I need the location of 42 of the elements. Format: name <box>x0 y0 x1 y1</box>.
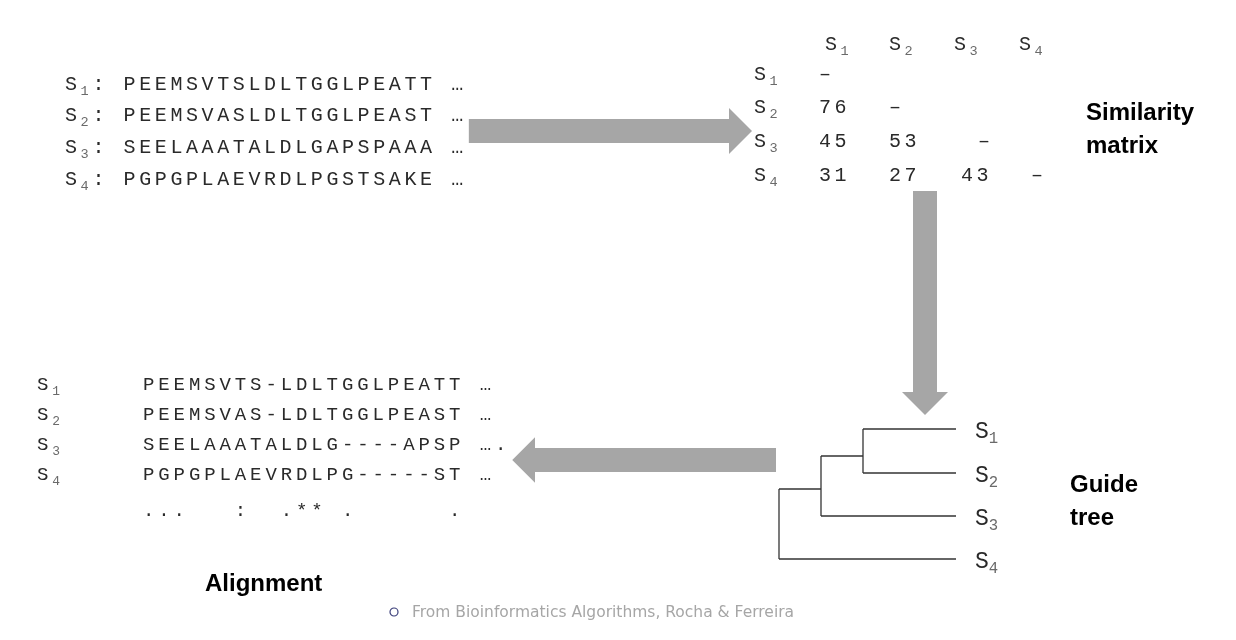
tree-title: Guide tree <box>1070 469 1138 532</box>
leaf-label: S$_{3}$ <box>975 505 999 534</box>
column-header: S$_{1}$ <box>825 32 853 58</box>
column-header: S$_{2}$ <box>889 32 917 58</box>
conservation-marks: ... : .** . . <box>143 499 465 524</box>
sequence-line: S$_{3}$: SEELAAATALDLGAPSPAAA … <box>65 135 467 161</box>
similarity-score: 27 <box>889 163 921 189</box>
similarity-score: 43 <box>961 163 993 189</box>
sequence-line: S$_{4}$: PGPGPLAEVRDLPGSTSAKE … <box>65 167 467 193</box>
aligned-sequence: PEEMSVTS-LDLTGGLPEATT … <box>143 373 495 398</box>
row-header: S$_{1}$ <box>754 62 782 88</box>
diagonal-dash: – <box>978 129 994 155</box>
aligned-sequence: SEELAAATALDLG----APSP …. <box>143 433 511 458</box>
sequence-line: S$_{2}$: PEEMSVASLDLTGGLPEAST … <box>65 103 467 129</box>
diagonal-dash: – <box>819 62 835 88</box>
column-header: S$_{3}$ <box>954 32 982 58</box>
sequence-label: S$_{3}$ <box>37 433 64 458</box>
column-header: S$_{4}$ <box>1019 32 1047 58</box>
sequence-label: S$_{2}$ <box>37 403 64 428</box>
block-arrow <box>468 108 752 154</box>
similarity-score: 45 <box>819 129 851 155</box>
source-caption: From Bioinformatics Algorithms, Rocha & Ferreira <box>412 602 795 622</box>
aligned-sequence: PEEMSVAS-LDLTGGLPEAST … <box>143 403 495 428</box>
leaf-label: S$_{2}$ <box>975 462 999 491</box>
leaf-label: S$_{4}$ <box>975 548 999 577</box>
similarity-score: 53 <box>889 129 921 155</box>
block-arrow <box>512 437 776 483</box>
similarity-score: 76 <box>819 95 851 121</box>
sequence-label: S$_{4}$ <box>37 463 64 488</box>
diagonal-dash: – <box>889 95 905 121</box>
sequence-line: S$_{1}$: PEEMSVTSLDLTGGLPEATT … <box>65 72 467 98</box>
alignment-title: Alignment <box>205 567 323 598</box>
matrix-title: Similarity matrix <box>1086 97 1195 160</box>
aligned-sequence: PGPGPLAEVRDLPG-----ST … <box>143 463 495 488</box>
block-arrow <box>902 191 948 415</box>
similarity-score: 31 <box>819 163 851 189</box>
sequence-label: S$_{1}$ <box>37 373 64 398</box>
row-header: S$_{3}$ <box>754 129 782 155</box>
leaf-label: S$_{1}$ <box>975 418 999 447</box>
row-header: S$_{4}$ <box>754 163 782 189</box>
row-header: S$_{2}$ <box>754 95 782 121</box>
diagonal-dash: – <box>1031 163 1047 189</box>
